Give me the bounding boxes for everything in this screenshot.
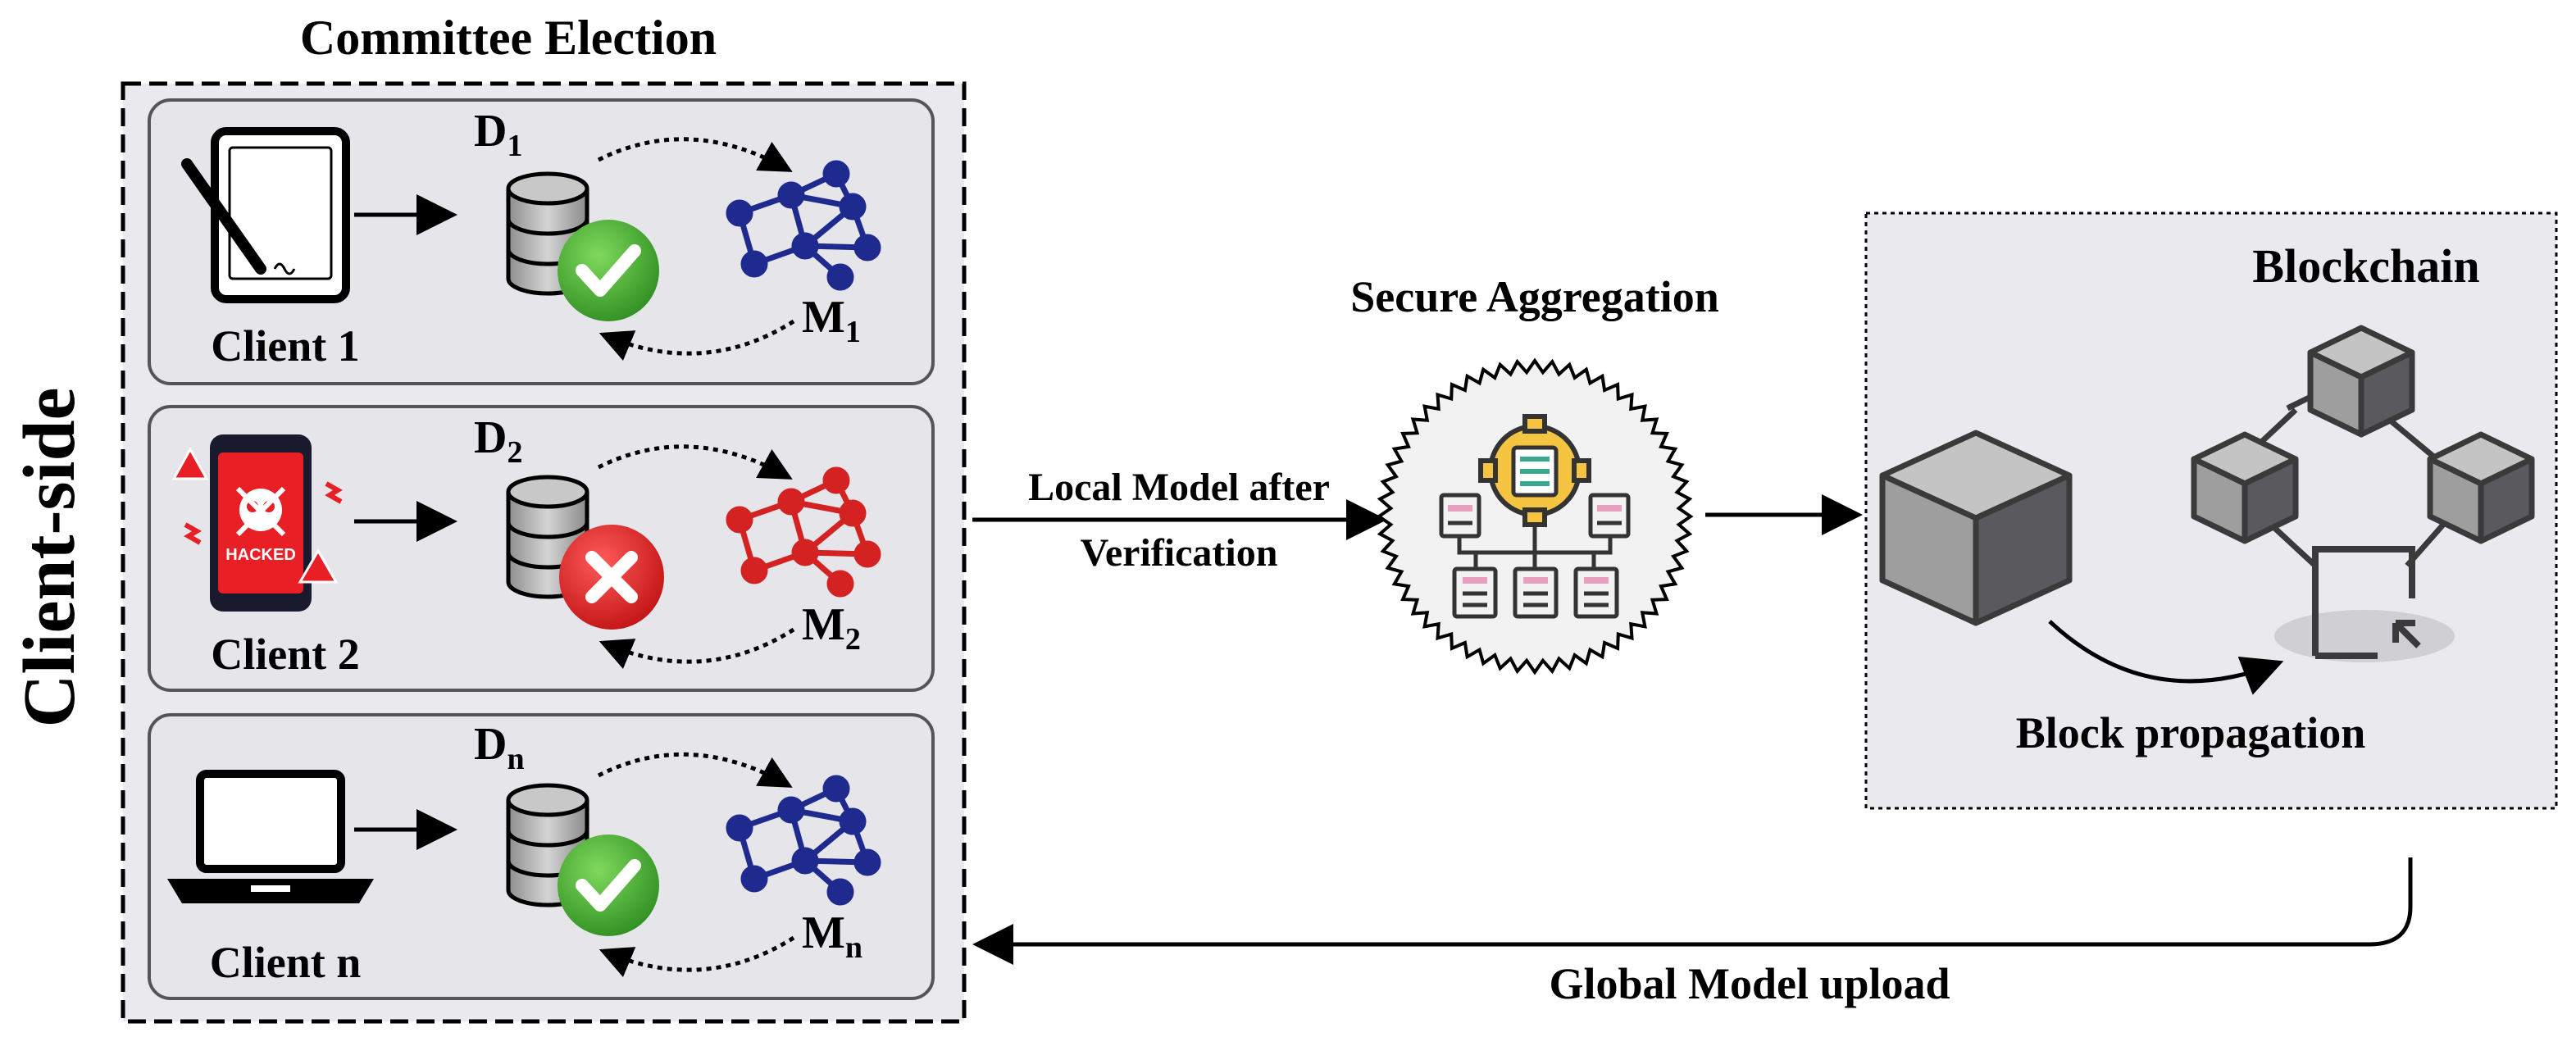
local-model-label-line1: Local Model after	[1028, 466, 1330, 509]
dotted-arrow-to-model-n	[597, 752, 793, 788]
check-icon	[558, 220, 659, 321]
cross-icon	[559, 525, 664, 630]
local-model-label-line2: Verification	[1081, 531, 1278, 575]
dotted-arrow-to-data-1	[598, 319, 795, 361]
global-model-arrow	[972, 857, 2413, 965]
client-row-2: HACKED D2	[148, 405, 935, 692]
block-propagation-label: Block propagation	[2016, 708, 2366, 757]
check-icon	[558, 835, 659, 936]
client-label-1: Client 1	[211, 321, 360, 371]
dotted-arrow-to-model-2	[597, 444, 793, 480]
client-row-1: D1 M1 Client 1	[148, 98, 935, 385]
client-label-2: Client 2	[211, 630, 360, 679]
hacked-text: HACKED	[225, 546, 296, 564]
dotted-arrow-to-data-n	[598, 935, 795, 977]
data-label-n: Dn	[474, 719, 525, 776]
neural-network-icon	[726, 775, 881, 906]
network-cubes-icon	[2191, 325, 2535, 568]
propagation-arrow	[2048, 620, 2284, 695]
hacked-phone-icon: HACKED	[171, 434, 343, 612]
server-gear-icon	[1376, 357, 1694, 675]
global-model-label: Global Model upload	[1549, 959, 1950, 1008]
model-label-n: Mn	[802, 907, 862, 965]
model-label-1: M1	[802, 292, 861, 349]
data-label-2: D2	[474, 412, 522, 470]
tablet-icon	[181, 127, 350, 303]
client-side-label: Client-side	[9, 388, 90, 728]
neural-network-icon	[726, 466, 881, 598]
block-cube-icon	[1879, 430, 2073, 626]
client-label-n: Client n	[210, 938, 362, 987]
client-row-3: Dn Mn Client n	[148, 713, 935, 1000]
dotted-arrow-to-model-1	[597, 137, 793, 172]
committee-title: Committee Election	[300, 11, 717, 65]
aggregation-title: Secure Aggregation	[1350, 272, 1718, 321]
new-block-icon	[2312, 546, 2421, 659]
data-label-1: D1	[474, 106, 522, 163]
blockchain-title: Blockchain	[2252, 239, 2479, 293]
dotted-arrow-to-data-2	[598, 627, 795, 669]
neural-network-icon	[726, 160, 881, 291]
laptop-icon	[167, 770, 374, 903]
model-label-2: M2	[802, 599, 861, 657]
